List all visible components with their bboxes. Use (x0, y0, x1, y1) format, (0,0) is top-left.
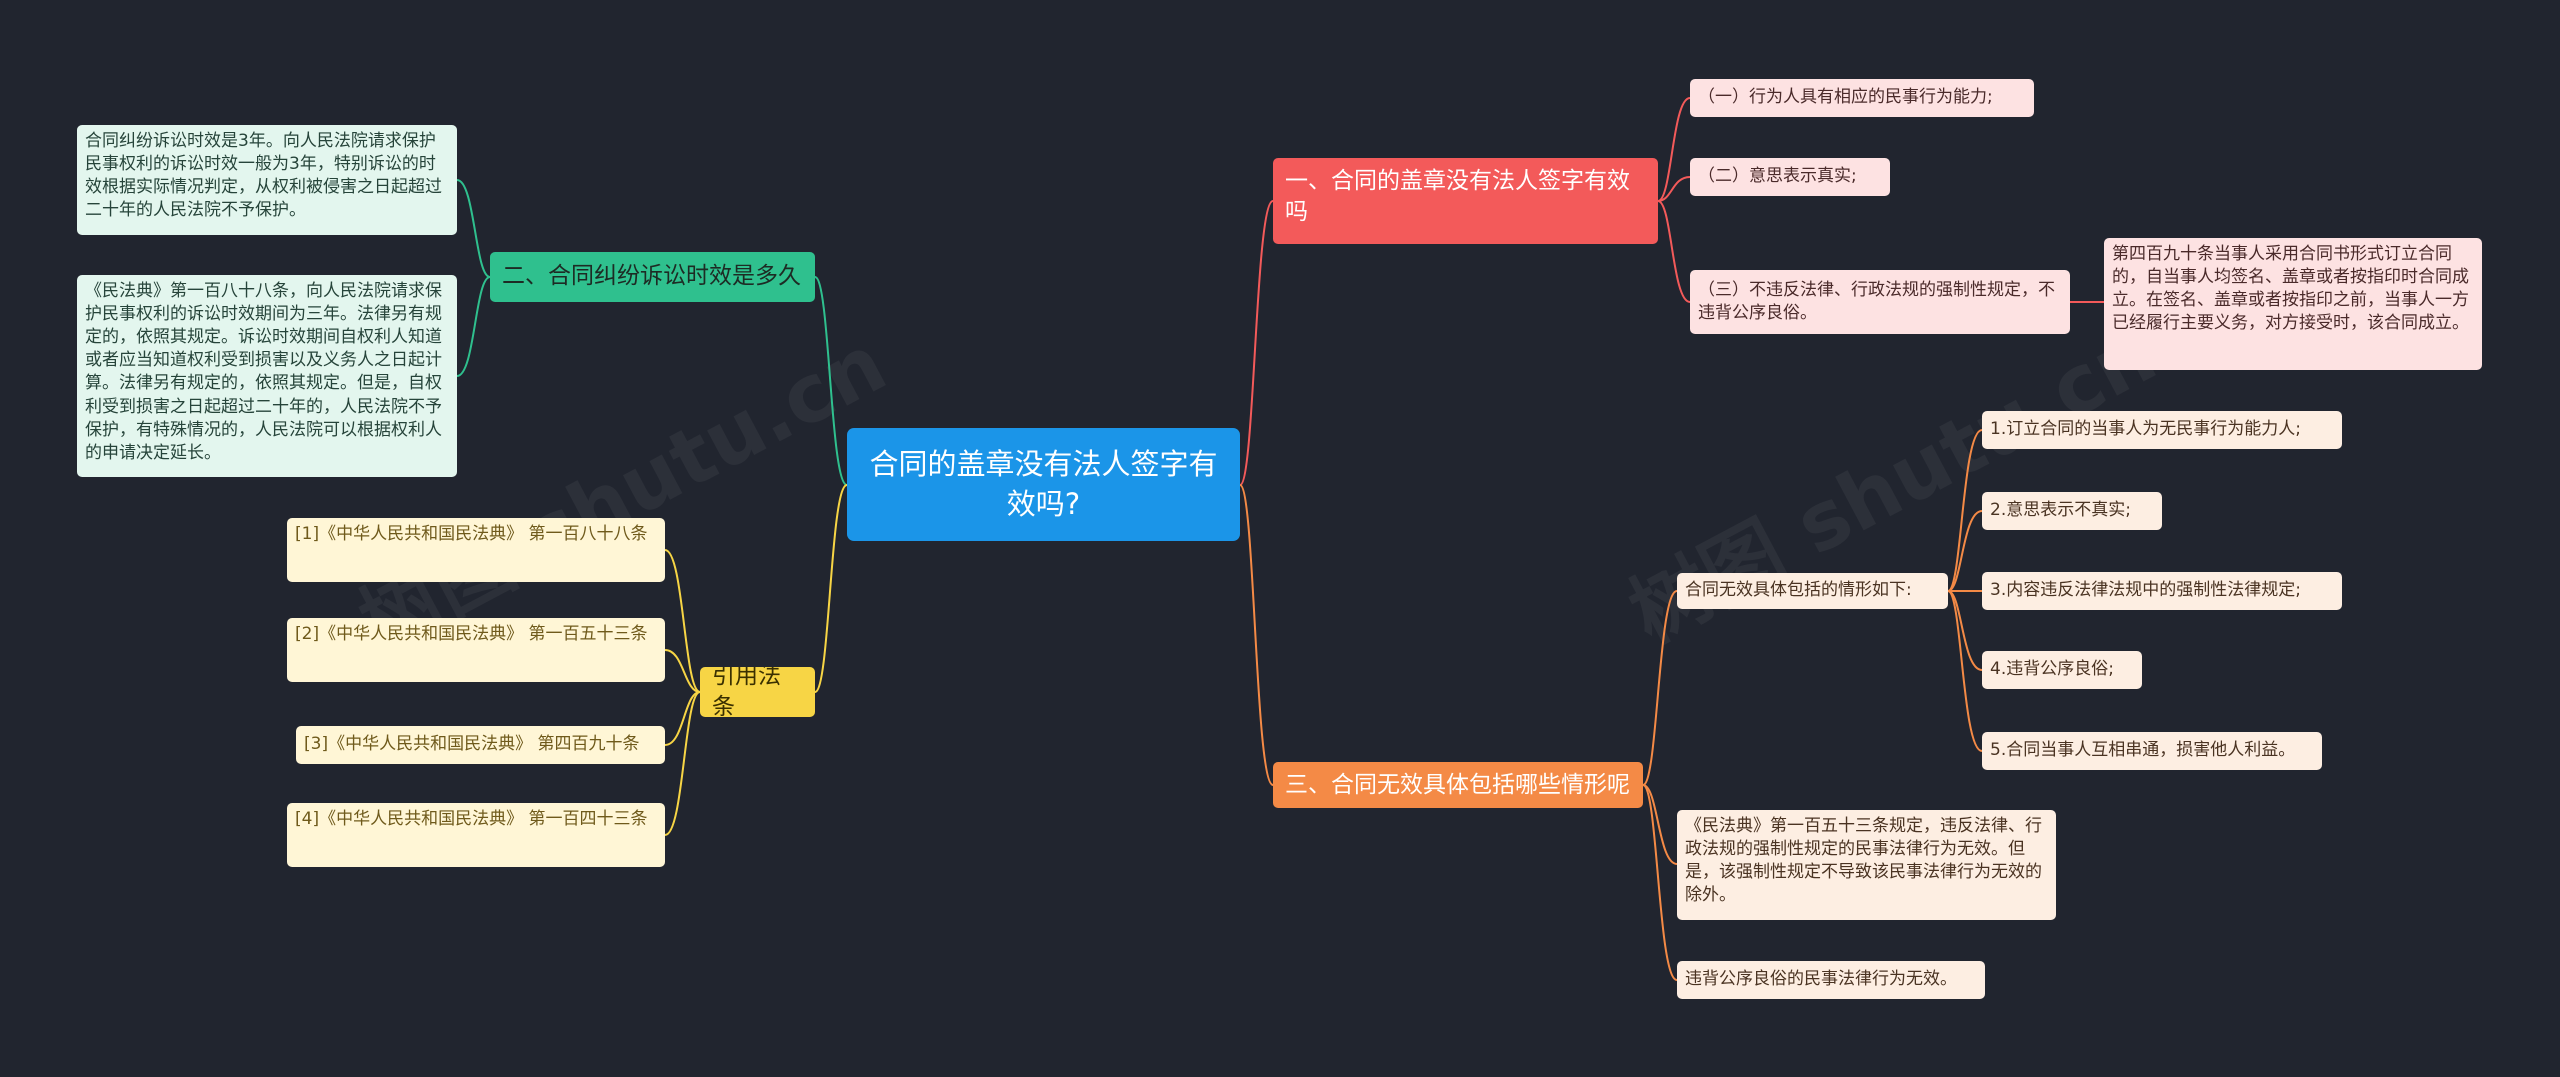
cited-article-3[interactable]: [3]《中华人民共和国民法典》 第四百九十条 (296, 726, 665, 764)
cited-article-1-label: [1]《中华人民共和国民法典》 第一百八十八条 (295, 524, 648, 544)
link-case5 (1947, 590, 1983, 752)
condition-genuine-intent[interactable]: （二）意思表示真实; (1690, 158, 1890, 196)
link-root-branch1 (1239, 200, 1274, 486)
invalid-case-1[interactable]: 1.订立合同的当事人为无民事行为能力人; (1982, 411, 2342, 449)
branch-cited-articles-label: 引用法条 (712, 667, 781, 717)
article-490-detail-text: 第四百九十条当事人采用合同书形式订立合同的，自当事人均签名、盖章或者按指印时合同… (2112, 244, 2469, 334)
link-b3-intro (1642, 590, 1678, 786)
link-case2 (1947, 510, 1983, 592)
condition-genuine-intent-label: （二）意思表示真实; (1698, 166, 1857, 187)
article-153-note[interactable]: 《民法典》第一百五十三条规定，违反法律、行政法规的强制性规定的民事法律行为无效。… (1677, 810, 2056, 920)
invalid-case-5[interactable]: 5.合同当事人互相串通，损害他人利益。 (1982, 732, 2322, 770)
link-b3-note2 (1642, 784, 1678, 981)
invalid-case-4-label: 4.违背公序良俗; (1990, 659, 2114, 680)
link-root-branch2 (814, 276, 848, 486)
root-topic-label: 合同的盖章没有法人签字有效吗? (869, 447, 1218, 521)
invalid-case-1-label: 1.订立合同的当事人为无民事行为能力人; (1990, 419, 2301, 440)
invalid-cases-intro-label: 合同无效具体包括的情形如下: (1685, 580, 1912, 601)
cited-article-2[interactable]: [2]《中华人民共和国民法典》 第一百五十三条 (287, 618, 665, 682)
condition-no-violation[interactable]: （三）不违反法律、行政法规的强制性规定，不违背公序良俗。 (1690, 270, 2070, 334)
invalid-case-2-label: 2.意思表示不真实; (1990, 500, 2131, 521)
cited-article-4-label: [4]《中华人民共和国民法典》 第一百四十三条 (295, 809, 648, 829)
public-order-note-label: 违背公序良俗的民事法律行为无效。 (1685, 969, 1957, 990)
condition-no-violation-label: （三）不违反法律、行政法规的强制性规定，不违背公序良俗。 (1698, 279, 2055, 323)
link-b1-item1 (1657, 97, 1691, 202)
link-b4-item1 (664, 549, 701, 693)
link-root-branch4 (814, 484, 848, 693)
article-188-text[interactable]: 《民法典》第一百八十八条，向人民法院请求保护民事权利的诉讼时效期间为三年。法律另… (77, 275, 457, 477)
invalid-case-2[interactable]: 2.意思表示不真实; (1982, 492, 2162, 530)
link-b4-item3 (664, 691, 701, 746)
cited-article-3-label: [3]《中华人民共和国民法典》 第四百九十条 (304, 734, 640, 755)
limitation-period-summary-text: 合同纠纷诉讼时效是3年。向人民法院请求保护民事权利的诉讼时效一般为3年，特别诉讼… (85, 131, 442, 221)
public-order-note[interactable]: 违背公序良俗的民事法律行为无效。 (1677, 961, 1985, 999)
branch-limitation-period[interactable]: 二、合同纠纷诉讼时效是多久 (490, 252, 815, 302)
link-case1 (1947, 429, 1983, 592)
invalid-case-3[interactable]: 3.内容违反法律法规中的强制性法律规定; (1982, 572, 2342, 610)
invalid-cases-intro[interactable]: 合同无效具体包括的情形如下: (1677, 573, 1948, 609)
cited-article-1[interactable]: [1]《中华人民共和国民法典》 第一百八十八条 (287, 518, 665, 582)
invalid-case-5-label: 5.合同当事人互相串通，损害他人利益。 (1990, 740, 2296, 761)
link-root-branch3 (1239, 484, 1274, 786)
root-topic[interactable]: 合同的盖章没有法人签字有效吗? (847, 428, 1240, 541)
article-153-note-text: 《民法典》第一百五十三条规定，违反法律、行政法规的强制性规定的民事法律行为无效。… (1685, 816, 2042, 906)
link-b1-item3 (1657, 200, 1691, 303)
invalid-case-3-label: 3.内容违反法律法规中的强制性法律规定; (1990, 580, 2301, 601)
limitation-period-summary[interactable]: 合同纠纷诉讼时效是3年。向人民法院请求保护民事权利的诉讼时效一般为3年，特别诉讼… (77, 125, 457, 235)
article-490-detail[interactable]: 第四百九十条当事人采用合同书形式订立合同的，自当事人均签名、盖章或者按指印时合同… (2104, 238, 2482, 370)
branch-cited-articles[interactable]: 引用法条 (700, 667, 815, 717)
link-b3-note1 (1642, 784, 1678, 865)
link-b4-item4 (664, 691, 701, 836)
branch-limitation-period-label: 二、合同纠纷诉讼时效是多久 (502, 263, 801, 290)
link-case4 (1947, 590, 1983, 671)
link-b1-item2 (1657, 176, 1691, 202)
cited-article-2-label: [2]《中华人民共和国民法典》 第一百五十三条 (295, 624, 648, 644)
link-b2-item1 (456, 179, 491, 278)
cited-article-4[interactable]: [4]《中华人民共和国民法典》 第一百四十三条 (287, 803, 665, 867)
branch-stamp-without-signature[interactable]: 一、合同的盖章没有法人签字有效吗 (1273, 158, 1658, 244)
article-188-text-body: 《民法典》第一百八十八条，向人民法院请求保护民事权利的诉讼时效期间为三年。法律另… (85, 281, 442, 463)
link-b2-item2 (456, 276, 491, 377)
condition-capacity-label: （一）行为人具有相应的民事行为能力; (1698, 87, 1993, 108)
condition-capacity[interactable]: （一）行为人具有相应的民事行为能力; (1690, 79, 2034, 117)
branch-stamp-without-signature-label: 一、合同的盖章没有法人签字有效吗 (1285, 168, 1630, 226)
branch-invalid-contract-cases[interactable]: 三、合同无效具体包括哪些情形呢 (1273, 762, 1643, 808)
branch-invalid-contract-cases-label: 三、合同无效具体包括哪些情形呢 (1285, 772, 1630, 798)
invalid-case-4[interactable]: 4.违背公序良俗; (1982, 651, 2142, 689)
link-b4-item2 (664, 649, 701, 693)
